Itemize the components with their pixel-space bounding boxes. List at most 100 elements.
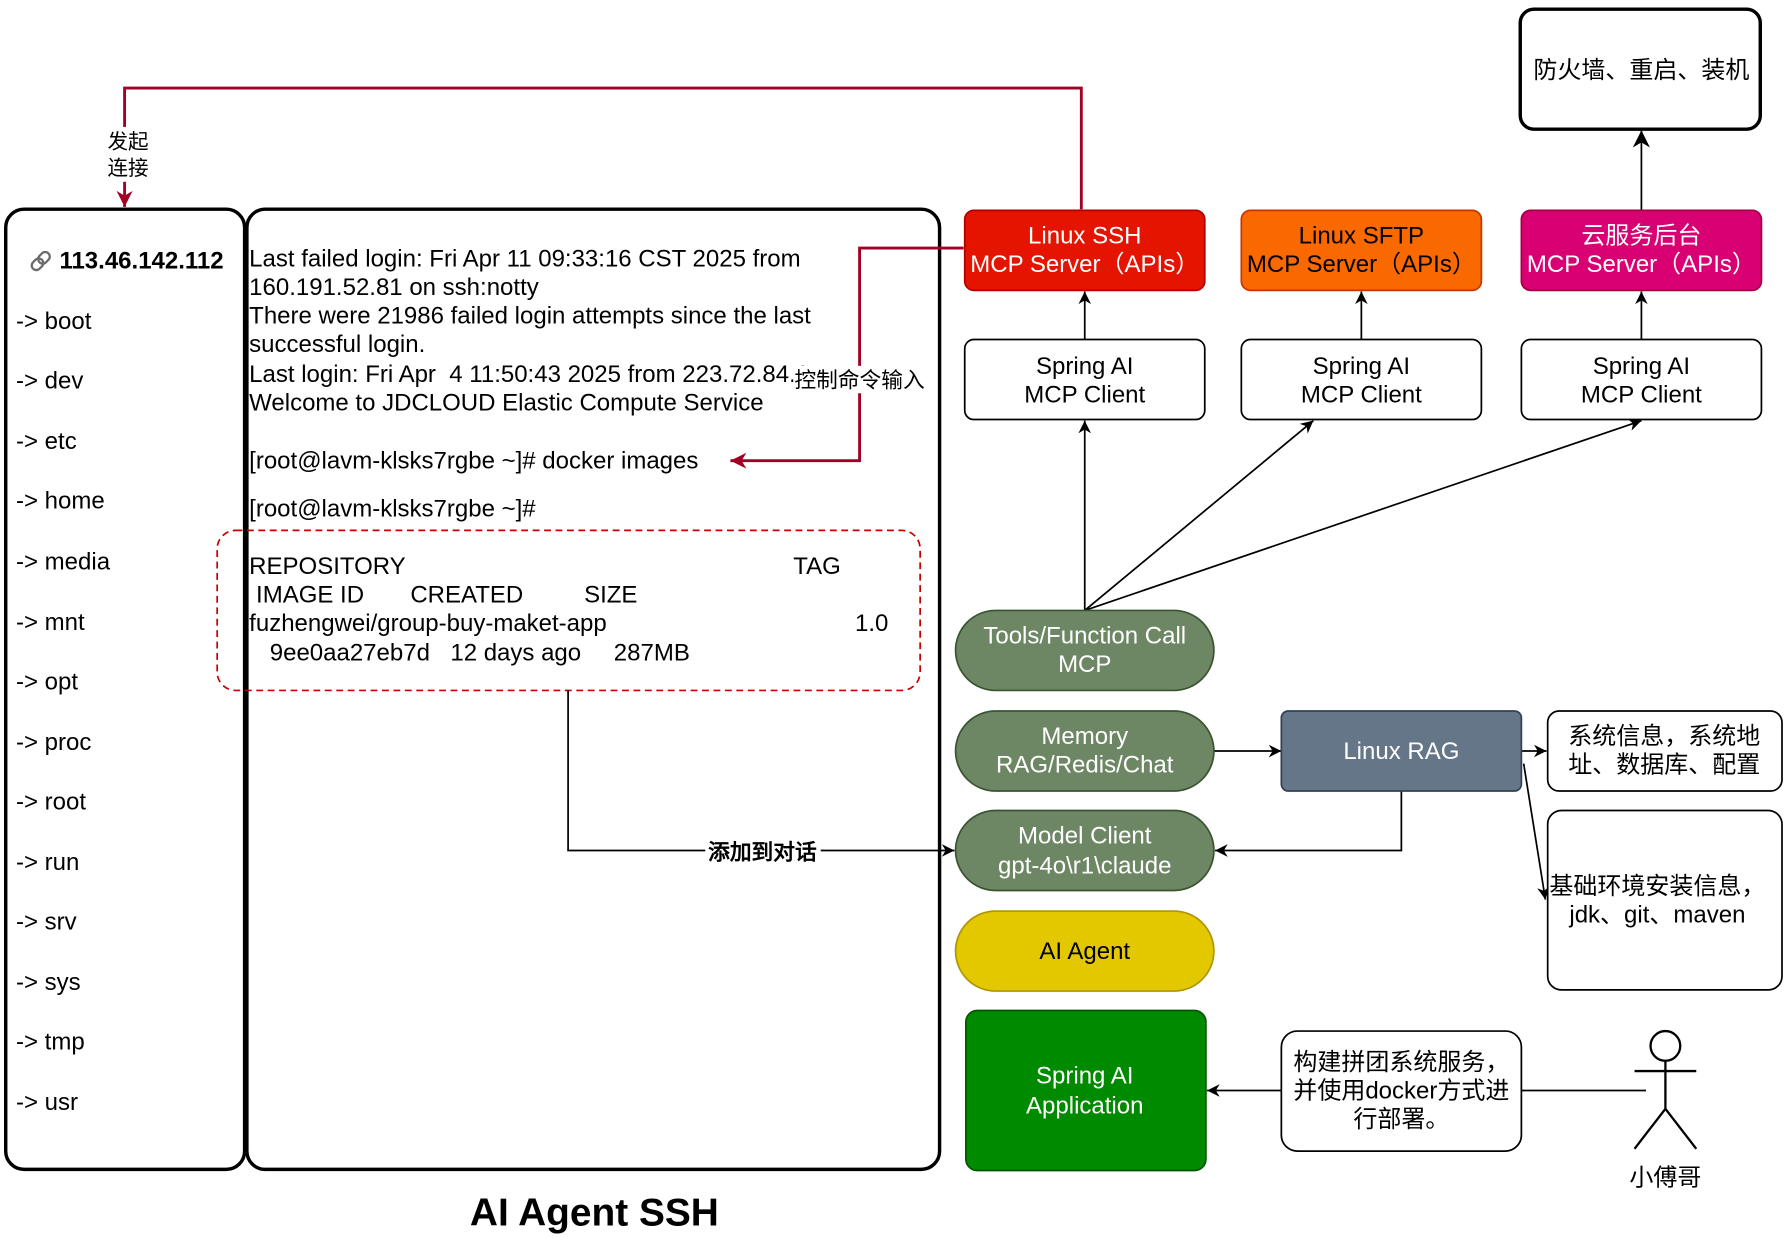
user-request-box: 构建拼团系统服务， 并使用docker方式进 行部署。: [1280, 1030, 1523, 1152]
server-label: MCP Server（APIs）: [1527, 251, 1756, 278]
memory-label: RAG/Redis/Chat: [996, 752, 1174, 779]
terminal-frame: [245, 207, 942, 1172]
dir-item: -> run: [16, 849, 79, 876]
dir-item: -> media: [16, 548, 111, 575]
note-label: 系统信息，系统地: [1568, 723, 1760, 750]
table-header-image-id: IMAGE ID: [256, 581, 364, 608]
client-label: MCP Client: [1024, 381, 1145, 408]
client-label: MCP Client: [1301, 381, 1422, 408]
dir-item: -> dev: [16, 368, 83, 395]
spring-app-label: Application: [1026, 1092, 1143, 1119]
edge-rag-to-model-client: [1215, 791, 1403, 857]
note-label: jdk、git、maven: [1568, 901, 1745, 928]
model-client-label: Model Client: [1018, 823, 1152, 850]
cloud-ops-box: 防火墙、重启、装机: [1518, 7, 1762, 131]
cloud-ops-label: 防火墙、重启、装机: [1533, 57, 1749, 84]
terminal-line: Last failed login: Fri Apr 11 09:33:16 C…: [249, 245, 800, 272]
cloud-backend-mcp-server: 云服务后台 MCP Server（APIs）: [1520, 209, 1763, 292]
sftp-mcp-client: Spring AI MCP Client: [1240, 338, 1483, 421]
table-header-size: SIZE: [584, 581, 637, 608]
label-text: 添加到对话: [708, 840, 817, 865]
terminal-command: [root@lavm-klsks7rgbe ~]# docker images: [249, 448, 698, 475]
host-panel-frame: [4, 207, 247, 1172]
tools-function-call-mcp: Tools/Function Call MCP: [954, 609, 1215, 692]
dir-item: -> tmp: [16, 1028, 85, 1055]
memory-label: Memory: [1041, 723, 1128, 750]
server-label: Linux SSH: [1028, 223, 1141, 250]
dir-item: -> mnt: [16, 609, 85, 636]
label-line: 发起: [107, 131, 148, 154]
table-header-repository: REPOSITORY: [249, 553, 406, 580]
spring-ai-application: Spring AI Application: [965, 1009, 1207, 1172]
terminal-line: Last login: Fri Apr 4 11:50:43 2025 from…: [249, 361, 809, 388]
spring-app-label: Spring AI: [1036, 1063, 1133, 1090]
dir-item: -> srv: [16, 908, 77, 935]
terminal-line: 160.191.52.81 on ssh:notty: [249, 274, 539, 301]
edge-rag-to-env-info: [1522, 763, 1550, 900]
label-line: 连接: [107, 157, 148, 180]
table-cell-repository: fuzhengwei/group-buy-maket-app: [249, 610, 607, 637]
table-cell-created: 12 days ago: [450, 640, 581, 667]
terminal-panel: Last failed login: Fri Apr 11 09:33:16 C…: [245, 207, 942, 1172]
control-command-edge: [730, 246, 964, 469]
table-header-tag: TAG: [793, 553, 841, 580]
ai-agent: AI Agent: [954, 910, 1215, 992]
link-icon: [30, 250, 51, 272]
terminal-line: successful login.: [249, 331, 425, 358]
linux-rag: Linux RAG: [1280, 710, 1523, 792]
request-label: 构建拼团系统服务，: [1293, 1049, 1509, 1076]
edge-tools-to-sftp-client: [1084, 420, 1314, 612]
label-text: 控制命令输入: [794, 368, 924, 393]
model-client-label: gpt-4o\r1\claude: [998, 852, 1171, 879]
system-info-note: 系统信息，系统地 址、数据库、配置: [1546, 710, 1783, 792]
note-label: 址、数据库、配置: [1568, 752, 1760, 779]
server-label: MCP Server（APIs）: [1247, 251, 1476, 278]
edge-tools-to-cloud-client: [1084, 418, 1642, 612]
dir-item: -> opt: [16, 668, 78, 695]
add-to-conversation-label: 添加到对话: [705, 837, 821, 866]
user-name: 小傅哥: [1629, 1164, 1701, 1191]
request-label: 行部署。: [1353, 1106, 1449, 1133]
terminal-prompt: [root@lavm-klsks7rgbe ~]#: [249, 496, 536, 523]
dir-item: -> boot: [16, 308, 92, 335]
dir-item: -> etc: [16, 428, 77, 455]
server-label: 云服务后台: [1581, 223, 1701, 250]
control-command-label: 控制命令输入: [793, 365, 929, 394]
host-address: 113.46.142.112: [59, 248, 223, 275]
initiate-connection-label: 发起 连接: [104, 126, 153, 182]
note-label: 基础环境安装信息，: [1549, 873, 1765, 900]
environment-info-note: 基础环境安装信息， jdk、git、maven: [1546, 809, 1783, 991]
table-cell-size: 287MB: [614, 640, 690, 667]
client-label: Spring AI: [1313, 353, 1410, 380]
dir-item: -> proc: [16, 729, 91, 756]
server-label: Linux SFTP: [1299, 223, 1424, 250]
dir-item: -> sys: [16, 969, 81, 996]
person-icon: [1633, 1029, 1698, 1150]
tools-label: MCP: [1058, 651, 1111, 678]
dir-item: -> usr: [16, 1089, 78, 1116]
diagram-title: AI Agent SSH: [470, 1191, 719, 1234]
terminal-line: There were 21986 failed login attempts s…: [249, 303, 811, 330]
dir-item: -> home: [16, 488, 105, 515]
linux-rag-label: Linux RAG: [1343, 738, 1459, 765]
tools-label: Tools/Function Call: [983, 623, 1186, 650]
table-cell-tag: 1.0: [855, 610, 888, 637]
client-label: Spring AI: [1036, 353, 1133, 380]
server-label: MCP Server（APIs）: [970, 251, 1199, 278]
docker-images-table: REPOSITORY TAG IMAGE ID CREATED SIZE fuz…: [249, 553, 888, 667]
edge-output-to-model-client: [567, 690, 955, 857]
model-client: Model Client gpt-4o\r1\claude: [954, 809, 1215, 892]
memory-rag-redis-chat: Memory RAG/Redis/Chat: [954, 710, 1215, 792]
client-label: Spring AI: [1593, 353, 1690, 380]
dir-item: -> root: [16, 788, 86, 815]
ssh-mcp-client: Spring AI MCP Client: [963, 338, 1206, 421]
request-label: 并使用docker方式进: [1293, 1078, 1509, 1105]
table-header-created: CREATED: [410, 581, 523, 608]
terminal-line: Welcome to JDCLOUD Elastic Compute Servi…: [249, 389, 763, 416]
linux-sftp-mcp-server: Linux SFTP MCP Server（APIs）: [1240, 209, 1483, 292]
cloud-mcp-client: Spring AI MCP Client: [1520, 338, 1763, 421]
linux-ssh-mcp-server: Linux SSH MCP Server（APIs）: [963, 209, 1206, 292]
table-cell-image-id: 9ee0aa27eb7d: [270, 640, 430, 667]
host-directory-panel: 113.46.142.112 -> boot -> dev -> etc -> …: [4, 207, 247, 1172]
